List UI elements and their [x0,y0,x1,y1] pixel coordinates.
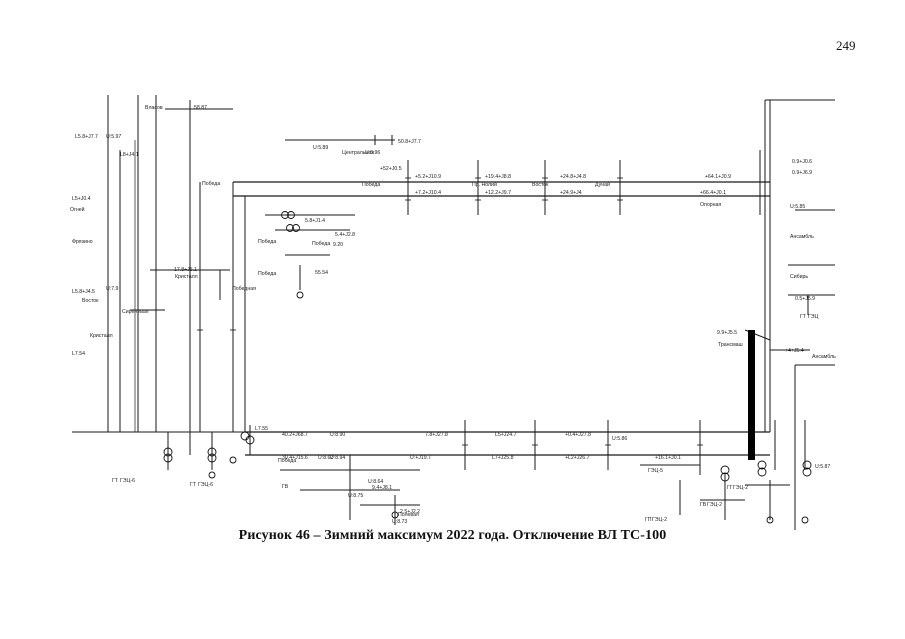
bus-value: U:5.97 [106,134,121,140]
node-label: Восток [82,298,99,304]
bus-value: 40.2+J68.7 [282,432,308,438]
node-label: Центральная [342,150,374,156]
bus-value: 5.4+J2.8 [335,232,355,238]
station-label: ГЭЦ-5 [648,468,663,474]
node-label: Победа [278,458,296,464]
bus-value: +24.9+J4 [560,190,582,196]
bus-value: 0.9+J6.9 [792,170,812,176]
node-label: Трансмаш [718,342,743,348]
station-label: ГЭЦ-2 [652,517,667,523]
bus-value: U:8.75 [348,493,363,499]
node-label: Полевая [398,512,419,518]
bus-value: +0.4+J27.8 [565,432,591,438]
station-label: ГЭЦ-6 [120,478,135,484]
bus-value: 0.9+J0.6 [792,159,812,165]
bus-value: U:5.87 [815,464,830,470]
transformer-type: ГТ [800,314,807,320]
node-label: Пр. Нолий [472,181,497,188]
bus-value: L7.54 [72,351,85,357]
node-label: Опорная [700,202,721,208]
bus-labels: Власов Центральная Победа Пр. Нолий Вост… [70,105,836,525]
node-label: Победа [362,182,380,188]
bus-value: +12.2+J9.7 [485,190,511,196]
figure-caption: Рисунок 46 – Зимний максимум 2022 года. … [238,528,667,543]
bus-value: U:5.85 [790,204,805,210]
station-label: ГЭЦ [808,314,819,320]
node-label: Власов [145,105,163,111]
bus-value: 9.20 [333,242,343,248]
bus-value: +5.2+J10.9 [415,174,441,180]
bus-value: +24.8+J4.8 [560,174,586,180]
bus-value: 5.8+J1.4 [305,218,325,224]
bus-value: 9.4+J8.1 [372,485,392,491]
bus-value: 55.54 [315,270,328,276]
bus-value: 9.9+J5.5 [717,330,737,336]
transformer-type: ГВ [282,484,289,490]
node-label: Восток [532,182,549,188]
bus-value: 0.5+J5.9 [795,296,815,302]
bus-value: L8+J4.1 [120,152,139,158]
bus-value: L7.55 [255,426,268,432]
transformer-type: ГГ [727,485,733,491]
node-label: Огней [70,206,85,213]
station-label: ГЭЦ-2 [707,502,722,508]
bus-value: 50.8+J7.7 [398,139,421,145]
bus-value: U:5.89 [313,145,328,151]
bus-value: 2.5+J2.2 [400,509,420,515]
grid-lines [72,95,835,530]
bus-value: U:8.64 [368,479,383,485]
bus-value: +16.1+J0.1 [655,455,681,461]
bus-value: U:5.96 [365,150,380,156]
node-label: Победная [232,286,256,292]
bus-value: U:8.90 [330,432,345,438]
node-label: Кристалл [90,333,113,339]
node-label: Дунай [595,181,610,188]
bus-value: 17.8+J5.1 [174,267,197,273]
bus-value: +66.4+J0.1 [700,190,726,196]
node-label: Победа [312,241,330,247]
bus-value: U:8.62 [318,455,333,461]
bus-value: U:5.86 [612,436,627,442]
node-label: Ансамбль [812,354,836,360]
node-label: Кристалл [175,274,198,280]
bus-value: L5+J24.7 [495,432,517,438]
node-label: Победа [258,271,276,277]
transformers [163,211,812,524]
bus-value: +64.1+J0.9 [705,174,731,180]
station-label: ГЭЦ-2 [733,485,748,491]
transformer-type: ГТ [190,482,197,488]
transformer-type: ГВ [700,502,707,508]
node-label: Победа [258,239,276,245]
bus-value: +19.4+J8.8 [485,174,511,180]
bus-value: U:8.94 [330,455,345,461]
node-label: Сиреневая [122,309,149,315]
bus-value: L7+J25.8 [492,455,514,461]
bus-value: +4+J5.4 [785,348,804,354]
node-label: Победа [202,181,220,187]
bus-value: +52+J0.5 [380,166,402,172]
bus-value: U:8.73 [392,519,407,525]
bus-value: +7.2+J10.4 [415,190,441,196]
bus-value: U:7.9 [106,286,119,292]
bus-value: 7.8+J27.8 [425,432,448,438]
transformer-type: ГП [645,517,652,523]
switches [197,177,703,446]
page-number: 249 [836,38,856,53]
station-label: ГЭЦ-6 [198,482,213,488]
node-label: Фрязино [72,239,93,245]
disconnected-line [748,330,755,460]
bus-value: 30.4+J15.6 [282,455,308,461]
bus-value: L5.8+J4.5 [72,289,95,295]
bus-value: L5.8+J7.7 [75,134,98,140]
transformer-type: ГТ [112,478,119,484]
bus-value: L5+J0.4 [72,196,91,202]
node-label: Сибирь [790,274,808,280]
node-label: Ансамбль [790,234,814,240]
bus-value: U:+J19.7 [410,455,431,461]
bus-value: 58.87 [194,105,207,111]
bus-value: +L2+J26.7 [565,455,590,461]
